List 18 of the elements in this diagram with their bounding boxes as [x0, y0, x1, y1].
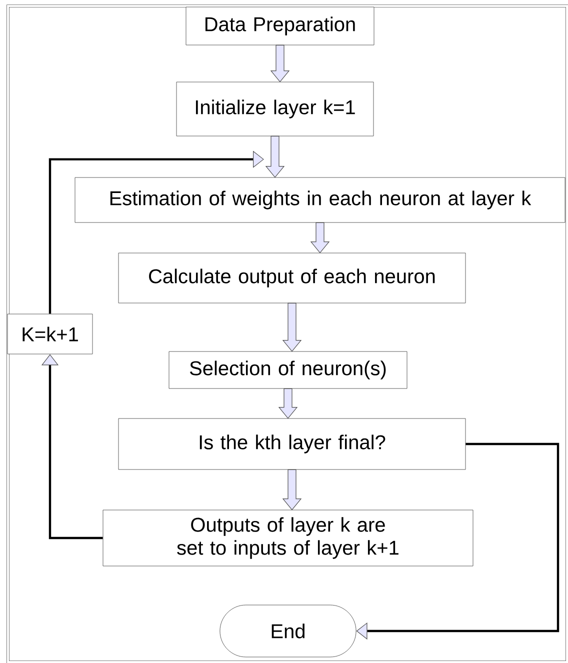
process-box: Outputs of layer k are set to inputs of layer k+1: [102, 510, 474, 566]
arrow: [282, 469, 302, 510]
process-box: Calculate output of each neuron: [118, 252, 466, 304]
arrow: [41, 354, 103, 540]
process-box: Data Preparation: [186, 6, 374, 46]
process-box: K=k+1: [7, 314, 93, 354]
arrow: [278, 388, 298, 419]
process-box: Is the kth layer final?: [118, 418, 466, 470]
process-box: Estimation of weights in each neuron at layer k: [74, 177, 566, 223]
process-box: Selection of neuron(s): [168, 351, 408, 389]
arrow: [265, 136, 285, 178]
arrow: [310, 222, 330, 254]
process-box: Initialize layer k=1: [176, 82, 374, 136]
arrow: [270, 44, 290, 82]
arrow: [48, 150, 264, 314]
arrow: [282, 302, 302, 352]
terminal-box: End: [220, 604, 356, 658]
arrow: [356, 442, 560, 640]
